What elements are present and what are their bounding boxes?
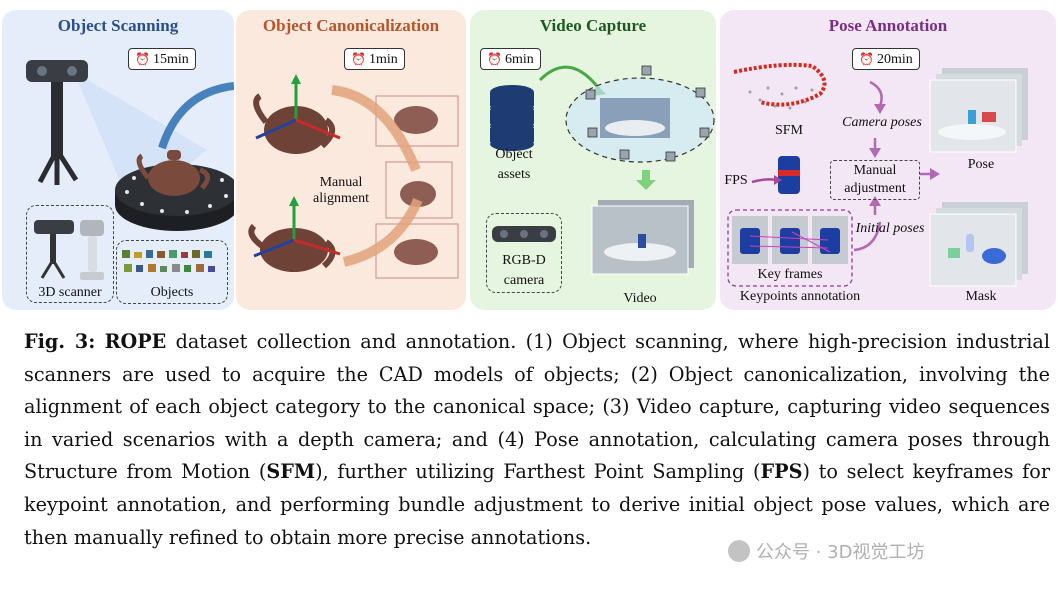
timer-video: ⏰6min — [480, 48, 541, 70]
timer-scanning: ⏰15min — [128, 48, 196, 70]
rgbd-camera-line2: camera — [503, 273, 545, 288]
object-assets-line1: Object — [495, 147, 533, 162]
sfm-label: SFM — [774, 123, 804, 138]
objects-label: Objects — [150, 285, 194, 300]
timer-pose: ⏰20min — [852, 48, 920, 70]
caption-sfm: SFM — [266, 460, 316, 484]
scanning-illustration — [26, 60, 234, 231]
key-frames-label: Key frames — [757, 267, 823, 282]
caption-fig-label: Fig. 3: — [24, 330, 96, 353]
object-assets-line2: assets — [497, 167, 531, 182]
manual-adjustment-line2: adjustment — [844, 181, 906, 196]
handheld-scanner-icon — [34, 220, 104, 280]
panel-object-scanning: Object Scanning ⏰15min — [2, 10, 234, 310]
mask-label: Mask — [965, 289, 997, 304]
alarm-clock-icon: ⏰ — [859, 52, 874, 66]
panel-title-pose: Pose Annotation — [828, 16, 948, 35]
caption-dataset-name: ROPE — [104, 330, 167, 353]
watermark: 公众号 · 3D视觉工坊 — [728, 538, 924, 564]
timer-canonicalization-value: 1min — [368, 52, 398, 67]
panel-object-canonicalization: Object Canonicalization ⏰1min Manual ali… — [236, 10, 466, 310]
caption-text-2: ), further utilizing Farthest Point Samp… — [315, 460, 761, 484]
video-capture-illustration — [490, 65, 715, 275]
alarm-clock-icon: ⏰ — [351, 52, 366, 66]
manual-alignment-line1: Manual — [319, 175, 363, 190]
manual-alignment-line2: alignment — [313, 191, 369, 206]
alarm-clock-icon: ⏰ — [135, 52, 150, 66]
caption-fps: FPS — [760, 460, 803, 484]
panel-video-capture: Video Capture ⏰6min Object as — [470, 10, 716, 310]
caption-text-1: dataset collection and annotation. (1) O… — [24, 330, 1050, 484]
scanner-box — [26, 205, 114, 303]
pose-label: Pose — [967, 157, 995, 172]
panel-title-scanning: Object Scanning — [57, 16, 179, 35]
fps-label: FPS — [724, 173, 748, 188]
initial-poses-label: Initial poses — [855, 221, 925, 236]
objects-thumbnails — [122, 250, 215, 272]
manual-adjustment-line1: Manual — [853, 163, 897, 178]
canonicalization-illustration — [248, 74, 459, 279]
caption-text-3: ) to select keyframes for keypoint annot… — [24, 460, 1050, 549]
panel-pose-annotation: Pose Annotation ⏰20min — [720, 10, 1056, 310]
timer-canonicalization: ⏰1min — [344, 48, 405, 70]
video-label: Video — [623, 291, 657, 306]
rgbd-camera-box — [486, 213, 562, 293]
camera-poses-label: Camera poses — [842, 115, 922, 130]
wechat-icon — [728, 540, 750, 562]
timer-scanning-value: 15min — [152, 52, 189, 67]
pose-annotation-illustration — [727, 62, 1028, 287]
figure-caption: Fig. 3: ROPE dataset collection and anno… — [24, 326, 1050, 554]
watermark-text: 公众号 · 3D视觉工坊 — [756, 542, 925, 563]
alarm-clock-icon: ⏰ — [487, 52, 502, 66]
objects-box — [116, 240, 228, 304]
panel-title-video: Video Capture — [539, 16, 647, 35]
manual-adjustment-box — [830, 160, 920, 200]
panel-title-canonicalization: Object Canonicalization — [262, 16, 440, 35]
keypoints-annotation-label: Keypoints annotation — [739, 289, 861, 304]
rgbd-camera-line1: RGB-D — [502, 253, 546, 268]
timer-pose-value: 20min — [876, 52, 913, 67]
scanner-label: 3D scanner — [38, 285, 102, 300]
timer-video-value: 6min — [504, 52, 534, 67]
rgbd-camera-icon — [492, 226, 556, 242]
